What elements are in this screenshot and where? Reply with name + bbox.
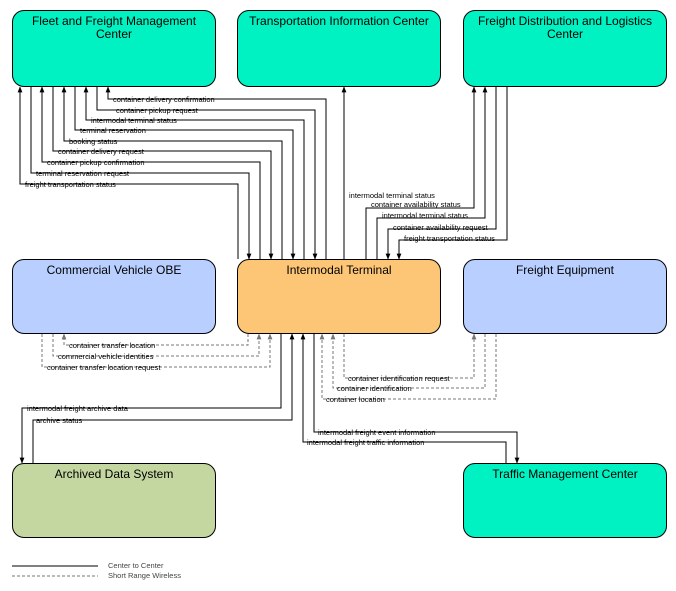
svg-text:container location: container location bbox=[326, 395, 385, 404]
svg-text:container delivery confirmatio: container delivery confirmation bbox=[113, 95, 215, 104]
flow-commercial-vehicle-identities[interactable]: commercial vehicle identities bbox=[52, 333, 262, 361]
flow-intermodal-terminal-status[interactable]: intermodal terminal status bbox=[83, 86, 305, 259]
svg-text:intermodal terminal status: intermodal terminal status bbox=[349, 191, 435, 200]
svg-text:booking status: booking status bbox=[69, 137, 118, 146]
flow-archive-status[interactable]: archive status bbox=[32, 333, 295, 463]
traffic-management-center[interactable]: Traffic Management Center bbox=[463, 463, 667, 538]
flow-container-availability-status[interactable]: container availability status bbox=[365, 86, 477, 259]
flow-intermodal-freight-event-information[interactable]: intermodal freight event information bbox=[313, 334, 520, 464]
flow-intermodal-terminal-status-fdl[interactable]: intermodal terminal status bbox=[376, 86, 488, 259]
flow-booking-status[interactable]: booking status bbox=[61, 86, 283, 259]
svg-text:archive status: archive status bbox=[36, 416, 83, 425]
flow-freight-transportation-status[interactable]: freight transportation status bbox=[17, 86, 239, 259]
svg-text:freight transportation status: freight transportation status bbox=[25, 180, 116, 189]
legend: Center to Center Short Range Wireless bbox=[12, 561, 181, 580]
flow-intermodal-freight-traffic-information[interactable]: intermodal freight traffic information bbox=[300, 333, 507, 463]
flow-freight-transportation-status-fdl[interactable]: freight transportation status bbox=[396, 87, 508, 260]
commercial-vehicle-obe[interactable]: Commercial Vehicle OBE bbox=[12, 259, 216, 334]
flow-container-location[interactable]: container location bbox=[319, 333, 497, 404]
node-label: Freight Distribution and Logistics Cente… bbox=[477, 14, 653, 41]
flow-intermodal-terminal-status-tic[interactable]: intermodal terminal status bbox=[341, 86, 435, 259]
svg-text:intermodal freight archive dat: intermodal freight archive data bbox=[27, 404, 129, 413]
svg-text:container pickup request: container pickup request bbox=[116, 106, 199, 115]
flow-container-pickup-request[interactable]: container pickup request bbox=[96, 87, 318, 260]
archived-data-system[interactable]: Archived Data System bbox=[12, 463, 216, 538]
transportation-information-center[interactable]: Transportation Information Center bbox=[237, 10, 441, 87]
node-label: Commercial Vehicle OBE bbox=[46, 263, 182, 277]
flow-container-availability-request[interactable]: container availability request bbox=[385, 87, 497, 260]
svg-text:container identification: container identification bbox=[337, 384, 412, 393]
flow-terminal-reservation[interactable]: terminal reservation bbox=[74, 87, 296, 260]
flow-container-identification[interactable]: container identification bbox=[330, 333, 486, 393]
flow-container-pickup-confirmation[interactable]: container pickup confirmation bbox=[39, 86, 261, 259]
svg-text:intermodal freight traffic inf: intermodal freight traffic information bbox=[307, 438, 424, 447]
freight-equipment[interactable]: Freight Equipment bbox=[463, 259, 667, 334]
intermodal-terminal[interactable]: Intermodal Terminal bbox=[237, 259, 441, 334]
flow-container-identification-request[interactable]: container identification request bbox=[343, 333, 477, 383]
legend-dashed-label: Short Range Wireless bbox=[108, 571, 181, 580]
flow-intermodal-freight-archive-data[interactable]: intermodal freight archive data bbox=[19, 334, 282, 464]
flow-container-delivery-request[interactable]: container delivery request bbox=[52, 87, 274, 260]
svg-text:intermodal terminal status: intermodal terminal status bbox=[382, 211, 468, 220]
svg-text:container delivery request: container delivery request bbox=[58, 147, 145, 156]
node-label: Archived Data System bbox=[54, 467, 174, 481]
svg-text:container identification reque: container identification request bbox=[348, 374, 451, 383]
node-label: Fleet and Freight Management Center bbox=[31, 14, 197, 41]
node-label: Traffic Management Center bbox=[492, 467, 638, 481]
svg-text:container availability request: container availability request bbox=[393, 223, 489, 232]
node-label: Intermodal Terminal bbox=[286, 263, 392, 277]
node-label: Freight Equipment bbox=[515, 263, 615, 277]
svg-text:container transfer location re: container transfer location request bbox=[47, 363, 161, 372]
svg-text:terminal reservation request: terminal reservation request bbox=[36, 169, 130, 178]
svg-text:freight transportation status: freight transportation status bbox=[404, 234, 495, 243]
svg-text:container transfer location: container transfer location bbox=[69, 341, 155, 350]
node-label: Transportation Information Center bbox=[249, 14, 429, 28]
freight-distribution-logistics-center[interactable]: Freight Distribution and Logistics Cente… bbox=[463, 10, 667, 87]
svg-text:intermodal freight event infor: intermodal freight event information bbox=[318, 428, 436, 437]
flow-terminal-reservation-request[interactable]: terminal reservation request bbox=[30, 87, 252, 260]
svg-text:intermodal terminal status: intermodal terminal status bbox=[91, 116, 177, 125]
flow-container-transfer-location[interactable]: container transfer location bbox=[61, 333, 249, 350]
svg-text:container pickup confirmation: container pickup confirmation bbox=[47, 158, 145, 167]
flow-container-delivery-confirmation[interactable]: container delivery confirmation bbox=[105, 86, 327, 259]
svg-text:commercial vehicle identities: commercial vehicle identities bbox=[58, 352, 154, 361]
fleet-freight-management-center[interactable]: Fleet and Freight Management Center bbox=[12, 10, 216, 87]
svg-text:container availability status: container availability status bbox=[371, 200, 461, 209]
legend-solid-label: Center to Center bbox=[108, 561, 164, 570]
flow-container-transfer-location-request[interactable]: container transfer location request bbox=[41, 333, 273, 372]
svg-text:terminal reservation: terminal reservation bbox=[80, 126, 146, 135]
